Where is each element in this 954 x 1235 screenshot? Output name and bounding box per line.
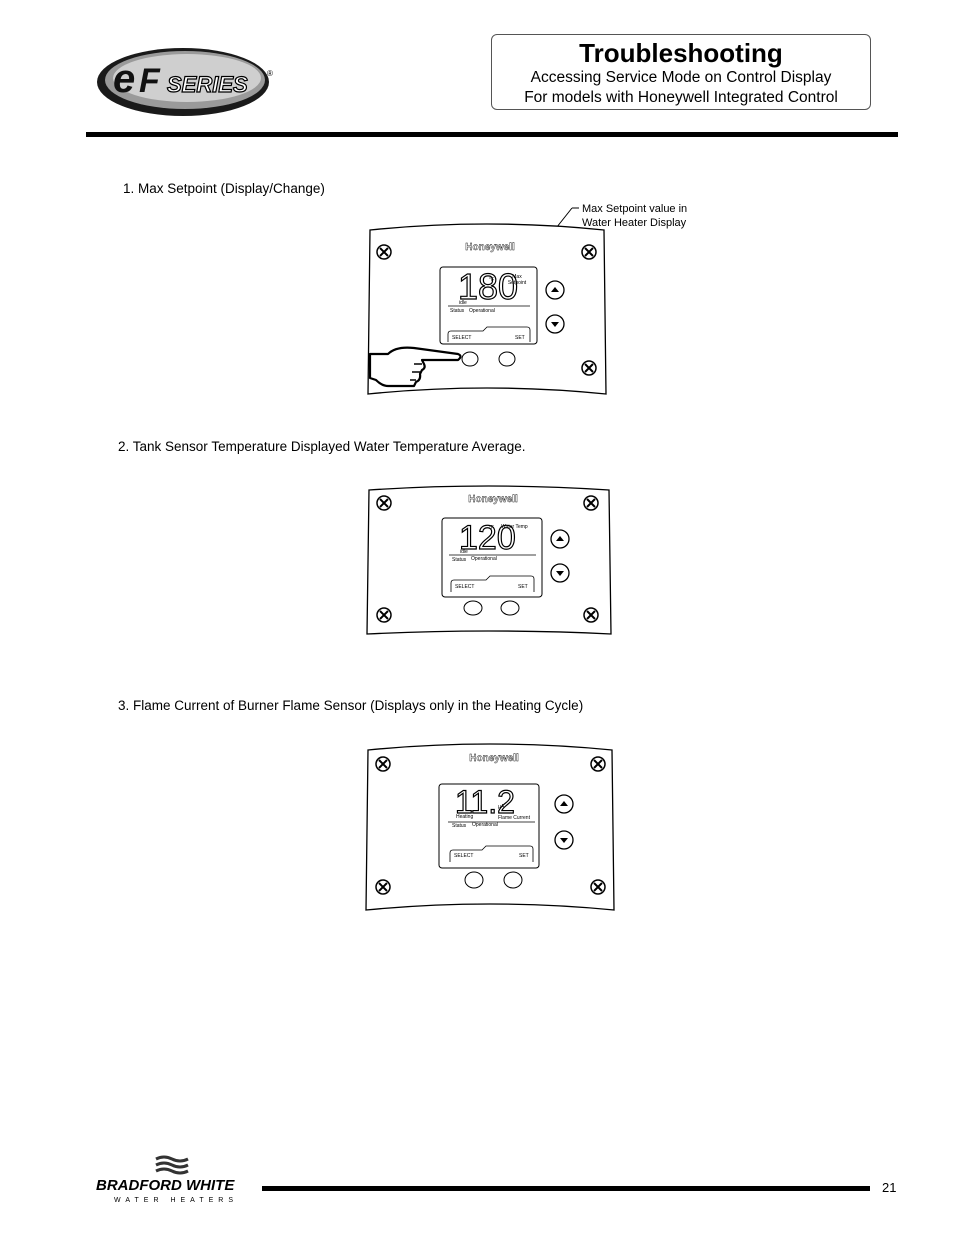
control-panel-2: Honeywell 120 °F Water Temp idle Status … bbox=[366, 485, 612, 635]
mode-label: Water Temp bbox=[501, 524, 528, 530]
step-2-label: 2. Tank Sensor Temperature Displayed Wat… bbox=[118, 439, 526, 454]
unit-label: °F bbox=[489, 277, 494, 283]
select-button bbox=[461, 351, 479, 367]
screw-icon bbox=[581, 244, 597, 260]
unit-label: °F bbox=[489, 525, 494, 531]
screw-icon bbox=[590, 756, 606, 772]
select-label: SELECT bbox=[455, 584, 474, 590]
status-label: Status bbox=[452, 557, 467, 563]
screw-icon bbox=[583, 607, 599, 623]
pointing-hand-icon bbox=[368, 346, 462, 388]
set-button bbox=[503, 871, 523, 889]
select-label: SELECT bbox=[454, 853, 473, 859]
down-arrow-button bbox=[550, 563, 570, 583]
screw-icon bbox=[375, 756, 391, 772]
set-label: SET bbox=[515, 335, 525, 341]
screw-icon bbox=[376, 607, 392, 623]
status-label: Status bbox=[450, 308, 465, 314]
unit-label: μA bbox=[498, 804, 505, 810]
logo-text: SERIES bbox=[167, 72, 248, 97]
set-label: SET bbox=[519, 853, 529, 859]
callout-text: Max Setpoint value in Water Heater Displ… bbox=[582, 202, 687, 230]
brand-label: Honeywell bbox=[465, 242, 515, 253]
display-reading: 11.2 bbox=[455, 784, 515, 820]
svg-text:e: e bbox=[113, 57, 135, 101]
up-arrow-button bbox=[545, 280, 565, 300]
screw-icon bbox=[376, 244, 392, 260]
down-arrow-button bbox=[554, 830, 574, 850]
page-title: Troubleshooting bbox=[579, 38, 783, 68]
title-box: Troubleshooting Accessing Service Mode o… bbox=[491, 34, 871, 110]
state-label: Heating bbox=[456, 814, 473, 820]
set-button bbox=[498, 351, 516, 367]
status-label: Status bbox=[452, 823, 467, 829]
step-1-label: 1. Max Setpoint (Display/Change) bbox=[123, 181, 325, 196]
screw-icon bbox=[583, 495, 599, 511]
set-label: SET bbox=[518, 584, 528, 590]
bradford-white-logo: BRADFORD WHITE WATER HEATERS bbox=[94, 1155, 264, 1205]
screw-icon bbox=[590, 879, 606, 895]
screw-icon bbox=[375, 879, 391, 895]
display-reading: 120 bbox=[459, 519, 516, 557]
select-button bbox=[463, 600, 483, 616]
ef-series-logo: e F SERIES ® bbox=[95, 40, 285, 120]
page-number: 21 bbox=[882, 1180, 897, 1195]
set-button bbox=[500, 600, 520, 616]
select-label: SELECT bbox=[452, 335, 471, 341]
display-reading: 180 bbox=[458, 266, 518, 307]
footer-brand-sub: WATER HEATERS bbox=[114, 1197, 238, 1204]
up-arrow-button bbox=[550, 529, 570, 549]
status-value: Operational bbox=[472, 822, 498, 828]
up-arrow-button bbox=[554, 794, 574, 814]
subtitle-line-1: Accessing Service Mode on Control Displa… bbox=[530, 69, 832, 86]
footer-brand: BRADFORD WHITE bbox=[96, 1177, 235, 1194]
mode-label: Flame Current bbox=[498, 815, 531, 821]
header-rule bbox=[86, 132, 898, 137]
footer-rule bbox=[262, 1186, 870, 1191]
mode-label-2: Setpoint bbox=[508, 280, 527, 286]
control-panel-3: Honeywell 11.2 μA Flame Current Heating … bbox=[365, 743, 615, 911]
select-button bbox=[464, 871, 484, 889]
subtitle-line-2: For models with Honeywell Integrated Con… bbox=[524, 89, 838, 106]
down-arrow-button bbox=[545, 314, 565, 334]
mode-label: Max bbox=[512, 274, 522, 280]
callout-line-2: Water Heater Display bbox=[582, 217, 687, 229]
svg-text:®: ® bbox=[267, 69, 273, 78]
step-3-label: 3. Flame Current of Burner Flame Sensor … bbox=[118, 698, 584, 713]
svg-text:F: F bbox=[139, 62, 161, 100]
status-value: Operational bbox=[471, 556, 497, 562]
screw-icon bbox=[376, 495, 392, 511]
status-value: Operational bbox=[469, 308, 495, 314]
callout-line-1: Max Setpoint value in bbox=[582, 203, 688, 215]
brand-label: Honeywell bbox=[468, 494, 518, 505]
state-label: idle bbox=[459, 300, 467, 306]
state-label: idle bbox=[460, 549, 468, 555]
brand-label: Honeywell bbox=[469, 753, 519, 764]
screw-icon bbox=[581, 360, 597, 376]
